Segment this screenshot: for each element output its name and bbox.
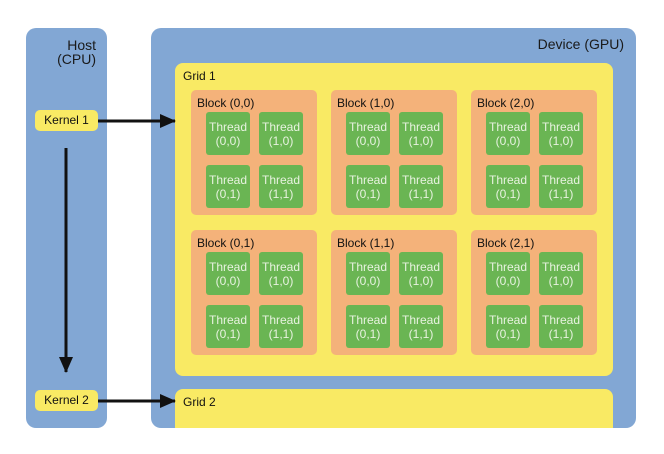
thread-word: Thread xyxy=(261,119,301,134)
thread: Thread(1,0) xyxy=(399,252,443,295)
thread: Thread(0,0) xyxy=(206,252,250,295)
kernel-2: Kernel 2 xyxy=(35,390,98,411)
thread: Thread(1,1) xyxy=(539,305,583,348)
thread-index: (0,1) xyxy=(495,186,521,201)
thread-word: Thread xyxy=(208,259,248,274)
thread: Thread(1,0) xyxy=(539,112,583,155)
thread-word: Thread xyxy=(488,312,528,327)
thread-index: (0,1) xyxy=(495,326,521,341)
block-5: Block (2,1)Thread(0,0)Thread(1,0)Thread(… xyxy=(471,230,597,355)
thread: Thread(0,1) xyxy=(346,165,390,208)
grid-2-label: Grid 2 xyxy=(183,395,216,409)
thread: Thread(0,0) xyxy=(486,252,530,295)
thread: Thread(1,1) xyxy=(539,165,583,208)
thread-index: (1,1) xyxy=(408,186,434,201)
block-0: Block (0,0)Thread(0,0)Thread(1,0)Thread(… xyxy=(191,90,317,215)
thread-index: (0,0) xyxy=(495,133,521,148)
thread-index: (1,0) xyxy=(408,133,434,148)
thread-index: (0,1) xyxy=(355,186,381,201)
thread: Thread(1,0) xyxy=(539,252,583,295)
thread-index: (1,0) xyxy=(408,273,434,288)
thread-index: (0,1) xyxy=(355,326,381,341)
thread: Thread(0,0) xyxy=(206,112,250,155)
block-label: Block (0,0) xyxy=(197,96,255,110)
thread-word: Thread xyxy=(488,172,528,187)
thread-word: Thread xyxy=(261,172,301,187)
thread: Thread(1,0) xyxy=(399,112,443,155)
thread-index: (0,1) xyxy=(215,326,241,341)
thread: Thread(0,1) xyxy=(346,305,390,348)
block-2: Block (2,0)Thread(0,0)Thread(1,0)Thread(… xyxy=(471,90,597,215)
thread: Thread(1,0) xyxy=(259,252,303,295)
block-4: Block (1,1)Thread(0,0)Thread(1,0)Thread(… xyxy=(331,230,457,355)
thread: Thread(0,0) xyxy=(346,112,390,155)
thread-word: Thread xyxy=(208,119,248,134)
thread-index: (1,0) xyxy=(268,133,294,148)
grid-1-label: Grid 1 xyxy=(183,69,216,83)
block-label: Block (0,1) xyxy=(197,236,255,250)
thread-word: Thread xyxy=(261,259,301,274)
block-3: Block (0,1)Thread(0,0)Thread(1,0)Thread(… xyxy=(191,230,317,355)
thread: Thread(1,1) xyxy=(259,165,303,208)
host-title-line2: (CPU) xyxy=(57,51,96,67)
thread: Thread(1,0) xyxy=(259,112,303,155)
block-label: Block (2,1) xyxy=(477,236,535,250)
thread-word: Thread xyxy=(348,119,388,134)
thread-word: Thread xyxy=(541,259,581,274)
thread: Thread(0,0) xyxy=(486,112,530,155)
thread-index: (0,0) xyxy=(495,273,521,288)
thread-word: Thread xyxy=(348,312,388,327)
thread: Thread(0,1) xyxy=(206,165,250,208)
thread: Thread(1,1) xyxy=(399,165,443,208)
grid-2: Grid 2 xyxy=(175,389,613,428)
block-label: Block (1,1) xyxy=(337,236,395,250)
block-1: Block (1,0)Thread(0,0)Thread(1,0)Thread(… xyxy=(331,90,457,215)
kernel-1: Kernel 1 xyxy=(35,110,98,131)
thread: Thread(1,1) xyxy=(399,305,443,348)
thread: Thread(0,1) xyxy=(206,305,250,348)
thread-word: Thread xyxy=(208,172,248,187)
thread-word: Thread xyxy=(208,312,248,327)
thread-word: Thread xyxy=(541,172,581,187)
thread-index: (0,0) xyxy=(355,133,381,148)
thread-word: Thread xyxy=(261,312,301,327)
thread: Thread(0,1) xyxy=(486,305,530,348)
thread-index: (1,1) xyxy=(548,326,574,341)
thread: Thread(0,0) xyxy=(346,252,390,295)
block-label: Block (1,0) xyxy=(337,96,395,110)
thread-index: (0,0) xyxy=(215,133,241,148)
host-title: Host(CPU) xyxy=(26,38,96,66)
thread-word: Thread xyxy=(401,259,441,274)
thread: Thread(0,1) xyxy=(486,165,530,208)
thread-index: (1,1) xyxy=(268,186,294,201)
thread-index: (1,0) xyxy=(268,273,294,288)
thread-index: (0,1) xyxy=(215,186,241,201)
grid-1: Grid 1 Block (0,0)Thread(0,0)Thread(1,0)… xyxy=(175,63,613,376)
thread-word: Thread xyxy=(541,119,581,134)
thread-word: Thread xyxy=(348,259,388,274)
thread-word: Thread xyxy=(401,172,441,187)
device-title: Device (GPU) xyxy=(537,36,624,52)
thread-index: (1,1) xyxy=(268,326,294,341)
thread-word: Thread xyxy=(488,259,528,274)
thread-index: (0,0) xyxy=(215,273,241,288)
thread-word: Thread xyxy=(348,172,388,187)
thread-word: Thread xyxy=(401,119,441,134)
thread-word: Thread xyxy=(541,312,581,327)
thread-word: Thread xyxy=(401,312,441,327)
block-label: Block (2,0) xyxy=(477,96,535,110)
thread-index: (1,1) xyxy=(548,186,574,201)
thread-index: (1,0) xyxy=(548,273,574,288)
thread-index: (1,1) xyxy=(408,326,434,341)
thread-index: (0,0) xyxy=(355,273,381,288)
thread-word: Thread xyxy=(488,119,528,134)
host-title-line1: Host xyxy=(67,37,96,53)
thread: Thread(1,1) xyxy=(259,305,303,348)
thread-index: (1,0) xyxy=(548,133,574,148)
